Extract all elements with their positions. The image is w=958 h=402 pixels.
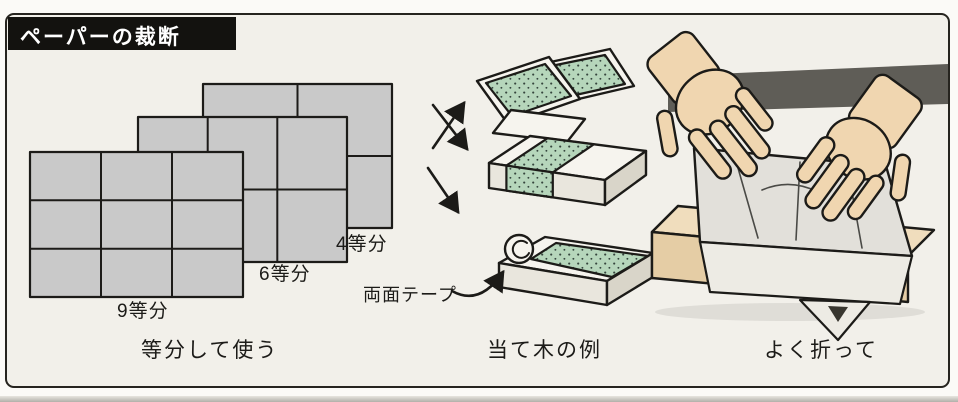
label-9-parts: 9等分 — [117, 301, 169, 322]
caption-block-examples: 当て木の例 — [487, 339, 602, 362]
arrow-lower-right-icon — [426, 166, 460, 215]
caption-fold-well: よく折って — [764, 339, 878, 362]
folded-sandpaper — [475, 47, 636, 126]
label-double-sided-tape: 両面テープ — [363, 285, 457, 305]
paper-grid-9parts — [28, 150, 245, 299]
tape-pointer-arrow-icon — [450, 269, 505, 298]
caption-divide-to-use: 等分して使う — [141, 339, 279, 362]
paper-stack — [28, 82, 394, 299]
sandpaper-roll-block — [450, 233, 655, 307]
right-hand — [795, 73, 923, 222]
scan-edge — [0, 396, 958, 402]
left-hand — [646, 30, 774, 180]
folding-hands-illustration — [646, 30, 948, 342]
label-4-parts: 4等分 — [336, 234, 388, 255]
section-title: ペーパーの裁断 — [8, 17, 236, 50]
arrow-down-right-icon — [431, 103, 469, 152]
paper-roll — [503, 233, 535, 265]
hanging-corner — [798, 298, 872, 342]
label-6-parts: 6等分 — [259, 264, 311, 285]
branch-arrows — [426, 100, 469, 215]
page-title: ペーパーの裁断 — [20, 26, 181, 49]
sandpaper-wrapped-block — [487, 108, 648, 207]
